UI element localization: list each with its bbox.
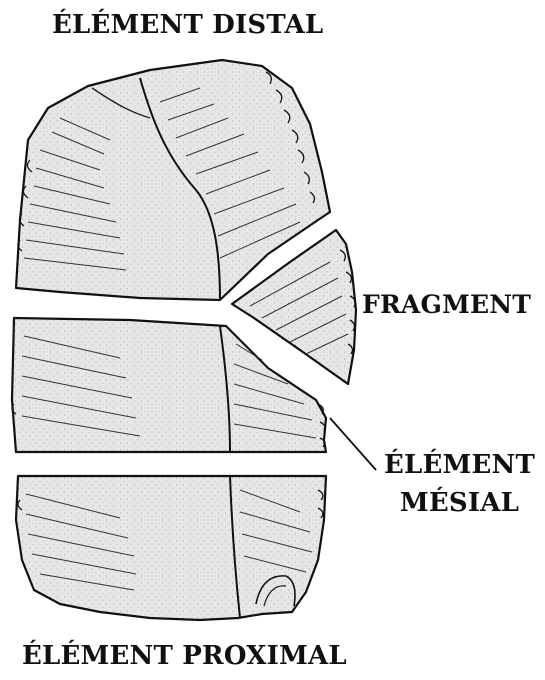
label-fragment: FRAGMENT xyxy=(362,292,531,317)
label-mesial-element: ÉLÉMENT MÉSIAL xyxy=(384,446,535,522)
distal-element xyxy=(16,60,330,300)
label-distal-element: ÉLÉMENT DISTAL xyxy=(52,12,323,38)
label-proximal-element: ÉLÉMENT PROXIMAL xyxy=(22,643,347,669)
label-mesial-line2: MÉSIAL xyxy=(384,484,535,522)
proximal-element xyxy=(16,476,326,620)
mesial-leader-line xyxy=(330,418,376,470)
label-mesial-line1: ÉLÉMENT xyxy=(384,446,535,484)
mesial-element xyxy=(12,318,326,452)
